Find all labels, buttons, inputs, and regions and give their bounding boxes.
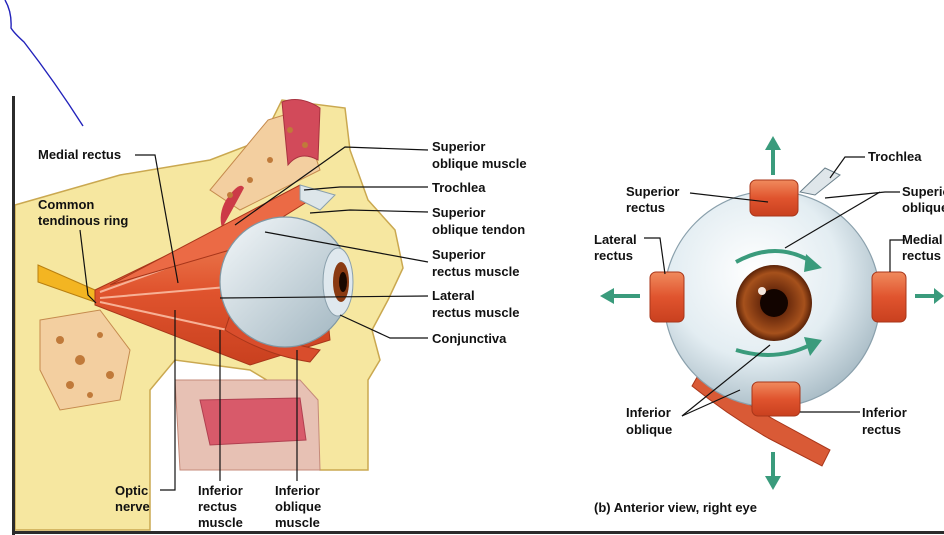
label-inferior-rectus-line2: rectus <box>862 422 902 437</box>
frame-left-border <box>12 96 15 535</box>
label-superior-rectus-line2: rectus <box>626 200 666 215</box>
label-inferior-oblique-muscle-line2: oblique <box>275 499 322 514</box>
trochlea-structure <box>798 167 841 196</box>
lateral-rectus-muscle <box>649 271 685 323</box>
label-trochlea-anterior: Trochlea <box>868 149 922 164</box>
rotation-arrow-top <box>735 249 814 264</box>
label-superior-oblique-muscle-line1: Superior <box>432 139 486 154</box>
label-superior-rectus-muscle-line2: rectus muscle <box>432 264 520 279</box>
label-lateral-rectus-muscle-line1: Lateral <box>432 288 475 303</box>
label-superior-oblique-line1: Superior <box>902 184 944 199</box>
label-common-tendinous-ring-line2: tendinous ring <box>38 213 129 228</box>
lateral-leader-lines <box>79 146 429 491</box>
rotation-arrow-bottom <box>735 343 811 357</box>
label-optic-nerve-line1: Optic <box>115 483 149 498</box>
anterior-view-illustration <box>600 136 944 490</box>
label-inferior-rectus-muscle-line1: Inferior <box>198 483 243 498</box>
label-medial-rectus-line2: rectus <box>902 248 942 263</box>
inferior-rectus-muscle <box>751 381 801 417</box>
lacrimal-red <box>220 185 244 228</box>
medial-rectus-muscle <box>871 271 907 323</box>
bone-dots <box>56 127 308 398</box>
label-medial-rectus-line1: Medial <box>902 232 943 247</box>
label-superior-oblique-line2: oblique <box>902 200 944 215</box>
superior-rectus-muscle <box>749 179 799 217</box>
label-optic-nerve-line2: nerve <box>115 499 150 514</box>
movement-arrows <box>600 136 944 490</box>
pen-annotation-stroke <box>4 0 84 127</box>
label-inferior-oblique-line2: oblique <box>626 422 673 437</box>
sinus-upper <box>281 99 321 167</box>
label-superior-oblique-muscle-line2: oblique muscle <box>432 156 527 171</box>
label-superior-rectus-line1: Superior <box>626 184 680 199</box>
figure-caption-anterior: (b) Anterior view, right eye <box>594 500 758 515</box>
pupil <box>760 289 788 317</box>
label-lateral-rectus-line2: rectus <box>594 248 634 263</box>
label-superior-rectus-muscle-line1: Superior <box>432 247 486 262</box>
frame-bottom-border <box>12 531 944 534</box>
label-superior-oblique-tendon-line1: Superior <box>432 205 486 220</box>
label-conjunctiva: Conjunctiva <box>432 331 507 346</box>
label-inferior-oblique-muscle-line1: Inferior <box>275 483 320 498</box>
label-inferior-oblique-muscle-line3: muscle <box>275 515 320 530</box>
label-inferior-rectus-muscle-line2: rectus <box>198 499 238 514</box>
label-common-tendinous-ring-line1: Common <box>38 197 95 212</box>
lateral-view-illustration <box>14 99 429 531</box>
label-lateral-rectus-line1: Lateral <box>594 232 637 247</box>
label-inferior-rectus-muscle-line3: muscle <box>198 515 243 530</box>
label-inferior-oblique-line1: Inferior <box>626 405 671 420</box>
label-trochlea-lateral: Trochlea <box>432 180 486 195</box>
anterior-leader-lines <box>644 156 905 417</box>
maxillary-red <box>199 397 307 446</box>
label-lateral-rectus-muscle-line2: rectus muscle <box>432 305 520 320</box>
label-superior-oblique-tendon-line2: oblique tendon <box>432 222 526 237</box>
label-medial-rectus: Medial rectus <box>38 147 122 162</box>
label-inferior-rectus-line1: Inferior <box>862 405 907 420</box>
